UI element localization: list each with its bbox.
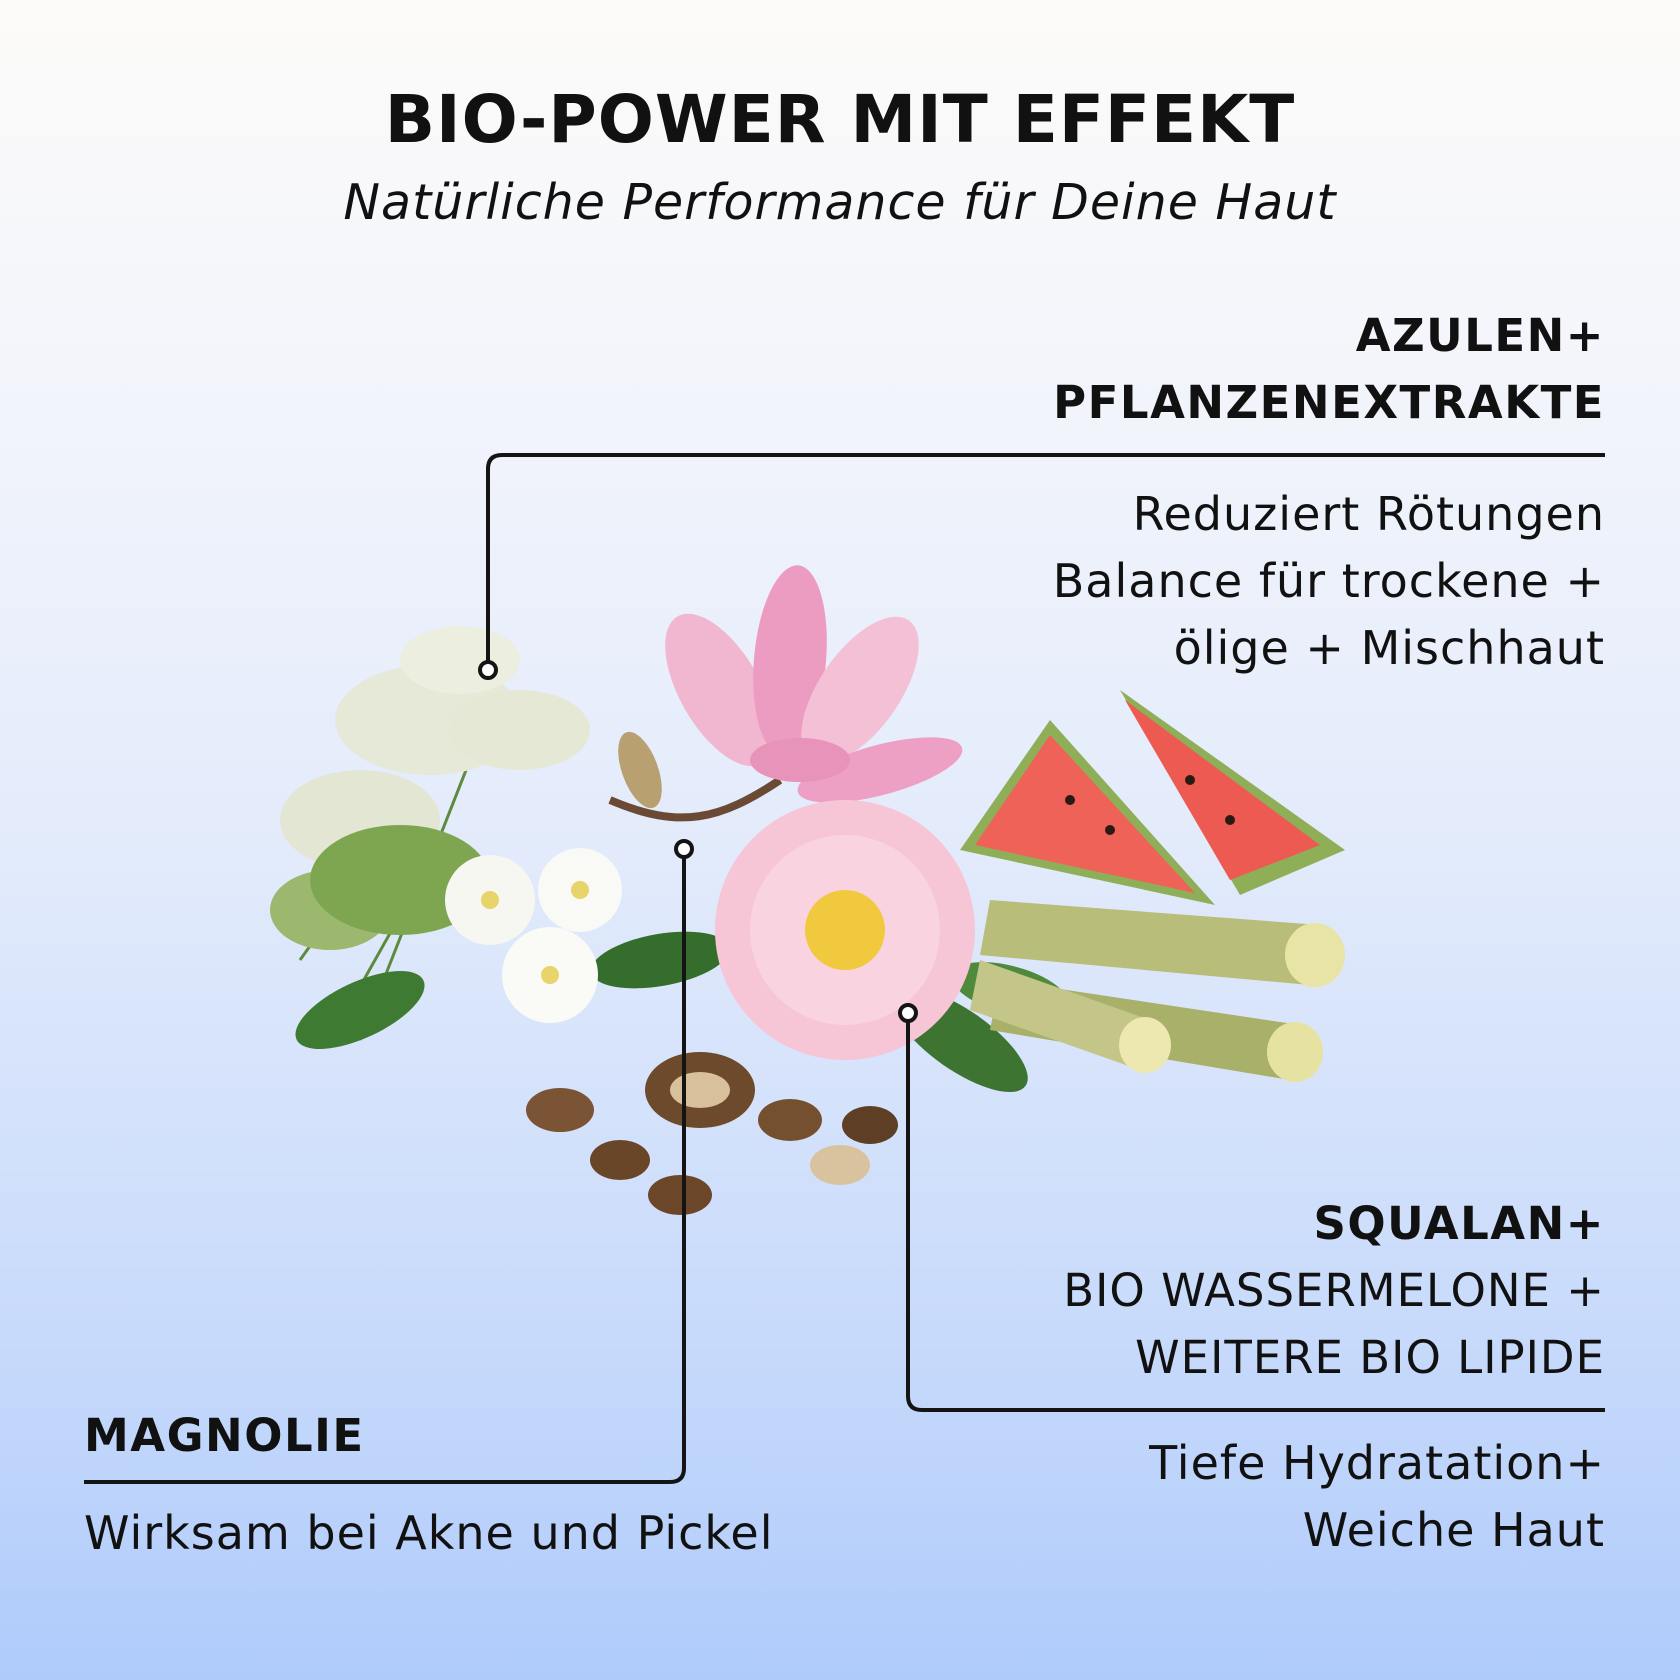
magnolia-flower	[608, 565, 963, 822]
squalan-benefit-1: Tiefe Hydratation+	[1149, 1436, 1605, 1490]
squalan-heading: SQUALAN+ BIO WASSERMELONE + WEITERE BIO …	[1063, 1190, 1605, 1391]
azulen-benefits: Reduziert Rötungen Balance für trockene …	[1053, 481, 1605, 682]
azulen-benefit-2: Balance für trockene +	[1052, 554, 1605, 608]
azulen-benefit-1: Reduziert Rötungen	[1132, 487, 1605, 541]
azulen-benefit-3: ölige + Mischhaut	[1173, 621, 1605, 675]
magnolie-marker	[674, 839, 694, 859]
azulen-heading-line-1: AZULEN+	[1355, 309, 1605, 362]
magnolie-leader-line	[84, 850, 686, 1484]
squalan-leader-line	[906, 1014, 1605, 1412]
squalan-heading-line-2: WEITERE BIO LIPIDE	[1135, 1331, 1605, 1384]
magnolie-heading: MAGNOLIE	[84, 1409, 365, 1462]
yarrow-flowers	[270, 626, 590, 1041]
squalan-benefits: Tiefe Hydratation+ Weiche Haut	[1149, 1430, 1605, 1564]
squalan-benefit-2: Weiche Haut	[1302, 1503, 1605, 1557]
azulen-marker	[478, 660, 498, 680]
jasmine-flowers	[445, 848, 622, 1023]
page-subtitle: Natürliche Performance für Deine Haut	[343, 174, 1337, 231]
watermelon-slices	[960, 690, 1345, 905]
callout-leader-lines	[84, 453, 1605, 1484]
sacha-inchi-nuts	[526, 1052, 898, 1215]
azulen-heading: AZULEN+ PFLANZENEXTRAKTE	[1053, 302, 1605, 436]
squalan-heading-line-1: BIO WASSERMELONE +	[1063, 1264, 1605, 1317]
squalan-marker	[898, 1003, 918, 1023]
camellia-flower	[715, 800, 975, 1060]
azulen-heading-line-2: PFLANZENEXTRAKTE	[1053, 376, 1605, 429]
squalan-heading-bold: SQUALAN+	[1313, 1197, 1605, 1250]
magnolie-benefit: Wirksam bei Akne und Pickel	[84, 1506, 774, 1560]
azulen-leader-line	[486, 453, 1605, 668]
sugarcane-stalks	[970, 900, 1345, 1082]
page-title: BIO-POWER MIT EFFEKT	[384, 81, 1296, 158]
